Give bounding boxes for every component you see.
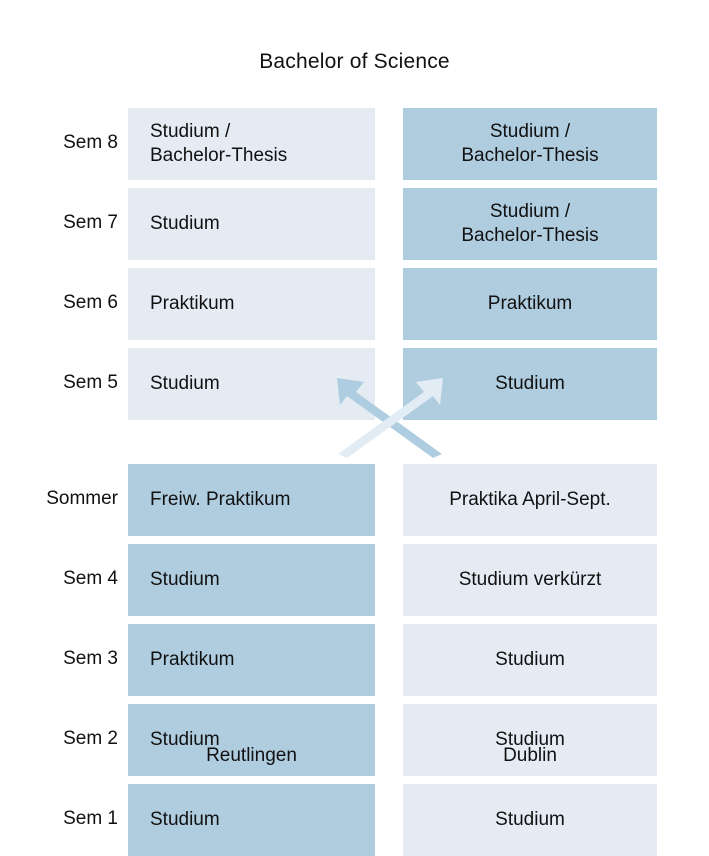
row-label-sem-4: Sem 4 xyxy=(63,568,118,589)
cell-right-sem-3: Studium xyxy=(403,624,657,696)
cell-text: Studium xyxy=(495,809,565,831)
cell-text: Praktikum xyxy=(487,293,573,315)
cell-left-sem-3: Praktikum xyxy=(128,624,375,696)
study-plan-diagram: Bachelor of Science Sem 8 Studium / Bache… xyxy=(46,50,657,856)
cell-left-sommer: Freiw. Praktikum xyxy=(128,464,375,536)
cell-text: Studium verkürzt xyxy=(458,569,602,591)
cell-text: Praktikum xyxy=(150,293,235,315)
cell-left-sem-8: Studium / Bachelor-Thesis xyxy=(128,108,375,180)
cell-text: Studium / Bachelor-Thesis xyxy=(461,201,599,246)
cell-right-sem-1: Studium xyxy=(403,784,657,856)
cell-text: Studium xyxy=(150,213,220,235)
cell-left-sem-7: Studium xyxy=(128,188,375,260)
cell-left-sem-1: Studium xyxy=(128,784,375,856)
cell-text: Studium xyxy=(495,729,565,751)
cell-text: Studium / Bachelor-Thesis xyxy=(461,121,599,166)
row-label-sem-5: Sem 5 xyxy=(63,372,118,393)
cell-left-sem-2: Studium xyxy=(128,704,375,776)
cell-right-sem-2: Studium xyxy=(403,704,657,776)
cell-text: Studium xyxy=(150,373,220,395)
row-label-sem-8: Sem 8 xyxy=(63,132,118,153)
page-title: Bachelor of Science xyxy=(259,50,450,73)
cell-right-sem-7: Studium / Bachelor-Thesis xyxy=(403,188,657,260)
row-label-sem-2: Sem 2 xyxy=(63,728,118,749)
cell-text: Praktika April-Sept. xyxy=(449,489,611,511)
cell-left-sem-4: Studium xyxy=(128,544,375,616)
row-label-sommer: Sommer xyxy=(46,488,118,509)
cell-text: Studium xyxy=(150,809,220,831)
cell-text: Studium / Bachelor-Thesis xyxy=(150,121,288,166)
cell-right-sommer: Praktika April-Sept. xyxy=(403,464,657,536)
cell-text: Studium xyxy=(150,569,220,591)
cell-right-sem-8: Studium / Bachelor-Thesis xyxy=(403,108,657,180)
footer-label-dublin: Dublin xyxy=(503,745,557,766)
cell-text: Studium xyxy=(150,729,220,751)
cell-text: Studium xyxy=(495,649,565,671)
row-label-sem-6: Sem 6 xyxy=(63,292,118,313)
cell-right-sem-6: Praktikum xyxy=(403,268,657,340)
row-label-sem-1: Sem 1 xyxy=(63,808,118,829)
cell-left-sem-5: Studium xyxy=(128,348,375,420)
cell-right-sem-4: Studium verkürzt xyxy=(403,544,657,616)
footer-label-reutlingen: Reutlingen xyxy=(206,745,297,766)
cell-text: Freiw. Praktikum xyxy=(150,489,291,511)
row-label-sem-7: Sem 7 xyxy=(63,212,118,233)
cell-text: Studium xyxy=(495,373,565,395)
cell-text: Praktikum xyxy=(150,649,235,671)
cell-left-sem-6: Praktikum xyxy=(128,268,375,340)
cell-right-sem-5: Studium xyxy=(403,348,657,420)
row-label-sem-3: Sem 3 xyxy=(63,648,118,669)
